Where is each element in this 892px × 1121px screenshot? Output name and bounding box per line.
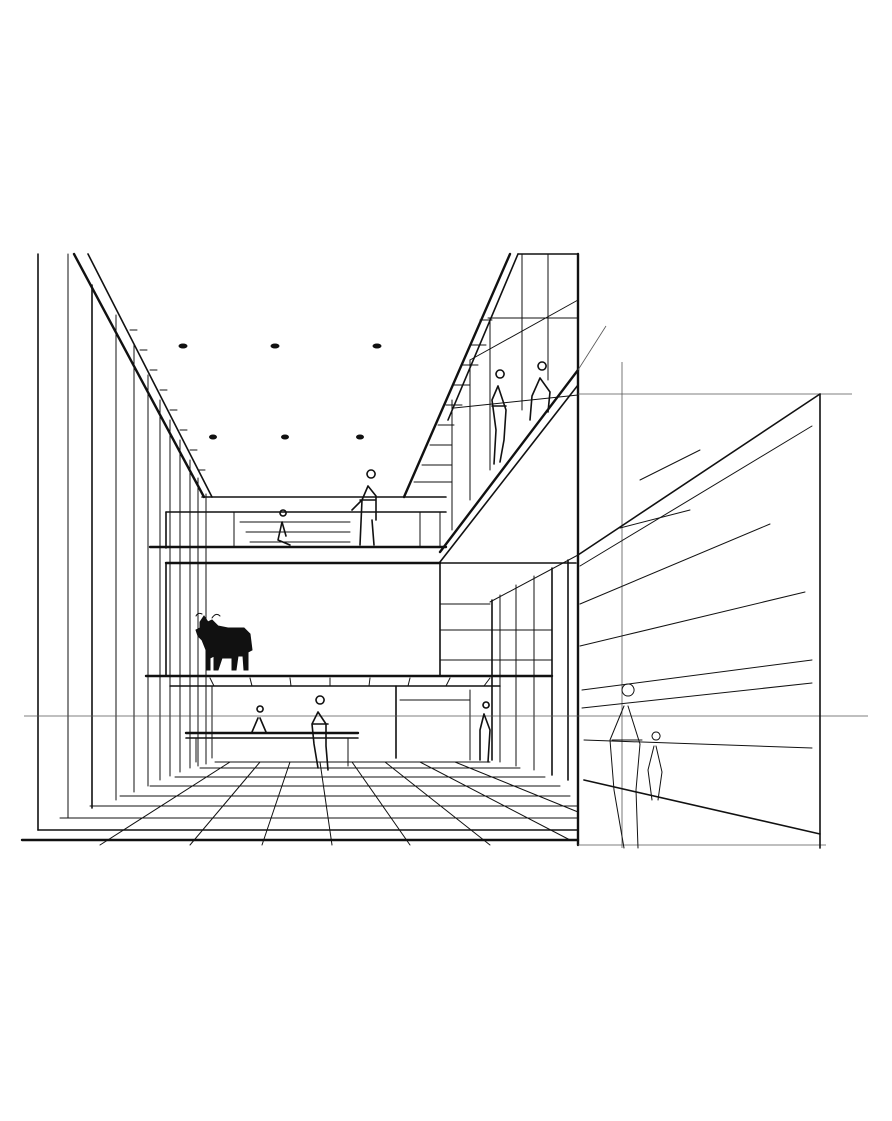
right-glazed-wall <box>402 252 580 847</box>
display-volume <box>144 562 554 687</box>
floor-grid <box>20 761 580 846</box>
mezzanine-gallery <box>148 496 448 565</box>
person-figure-icon <box>251 361 663 849</box>
left-wall <box>37 252 213 831</box>
ceiling-lights <box>178 343 382 440</box>
foreground-wall <box>577 393 821 849</box>
ground-floor-rooms <box>184 685 471 767</box>
construction-lines <box>24 325 868 848</box>
bull-silhouette-icon <box>195 612 253 671</box>
side-bays <box>439 554 579 781</box>
